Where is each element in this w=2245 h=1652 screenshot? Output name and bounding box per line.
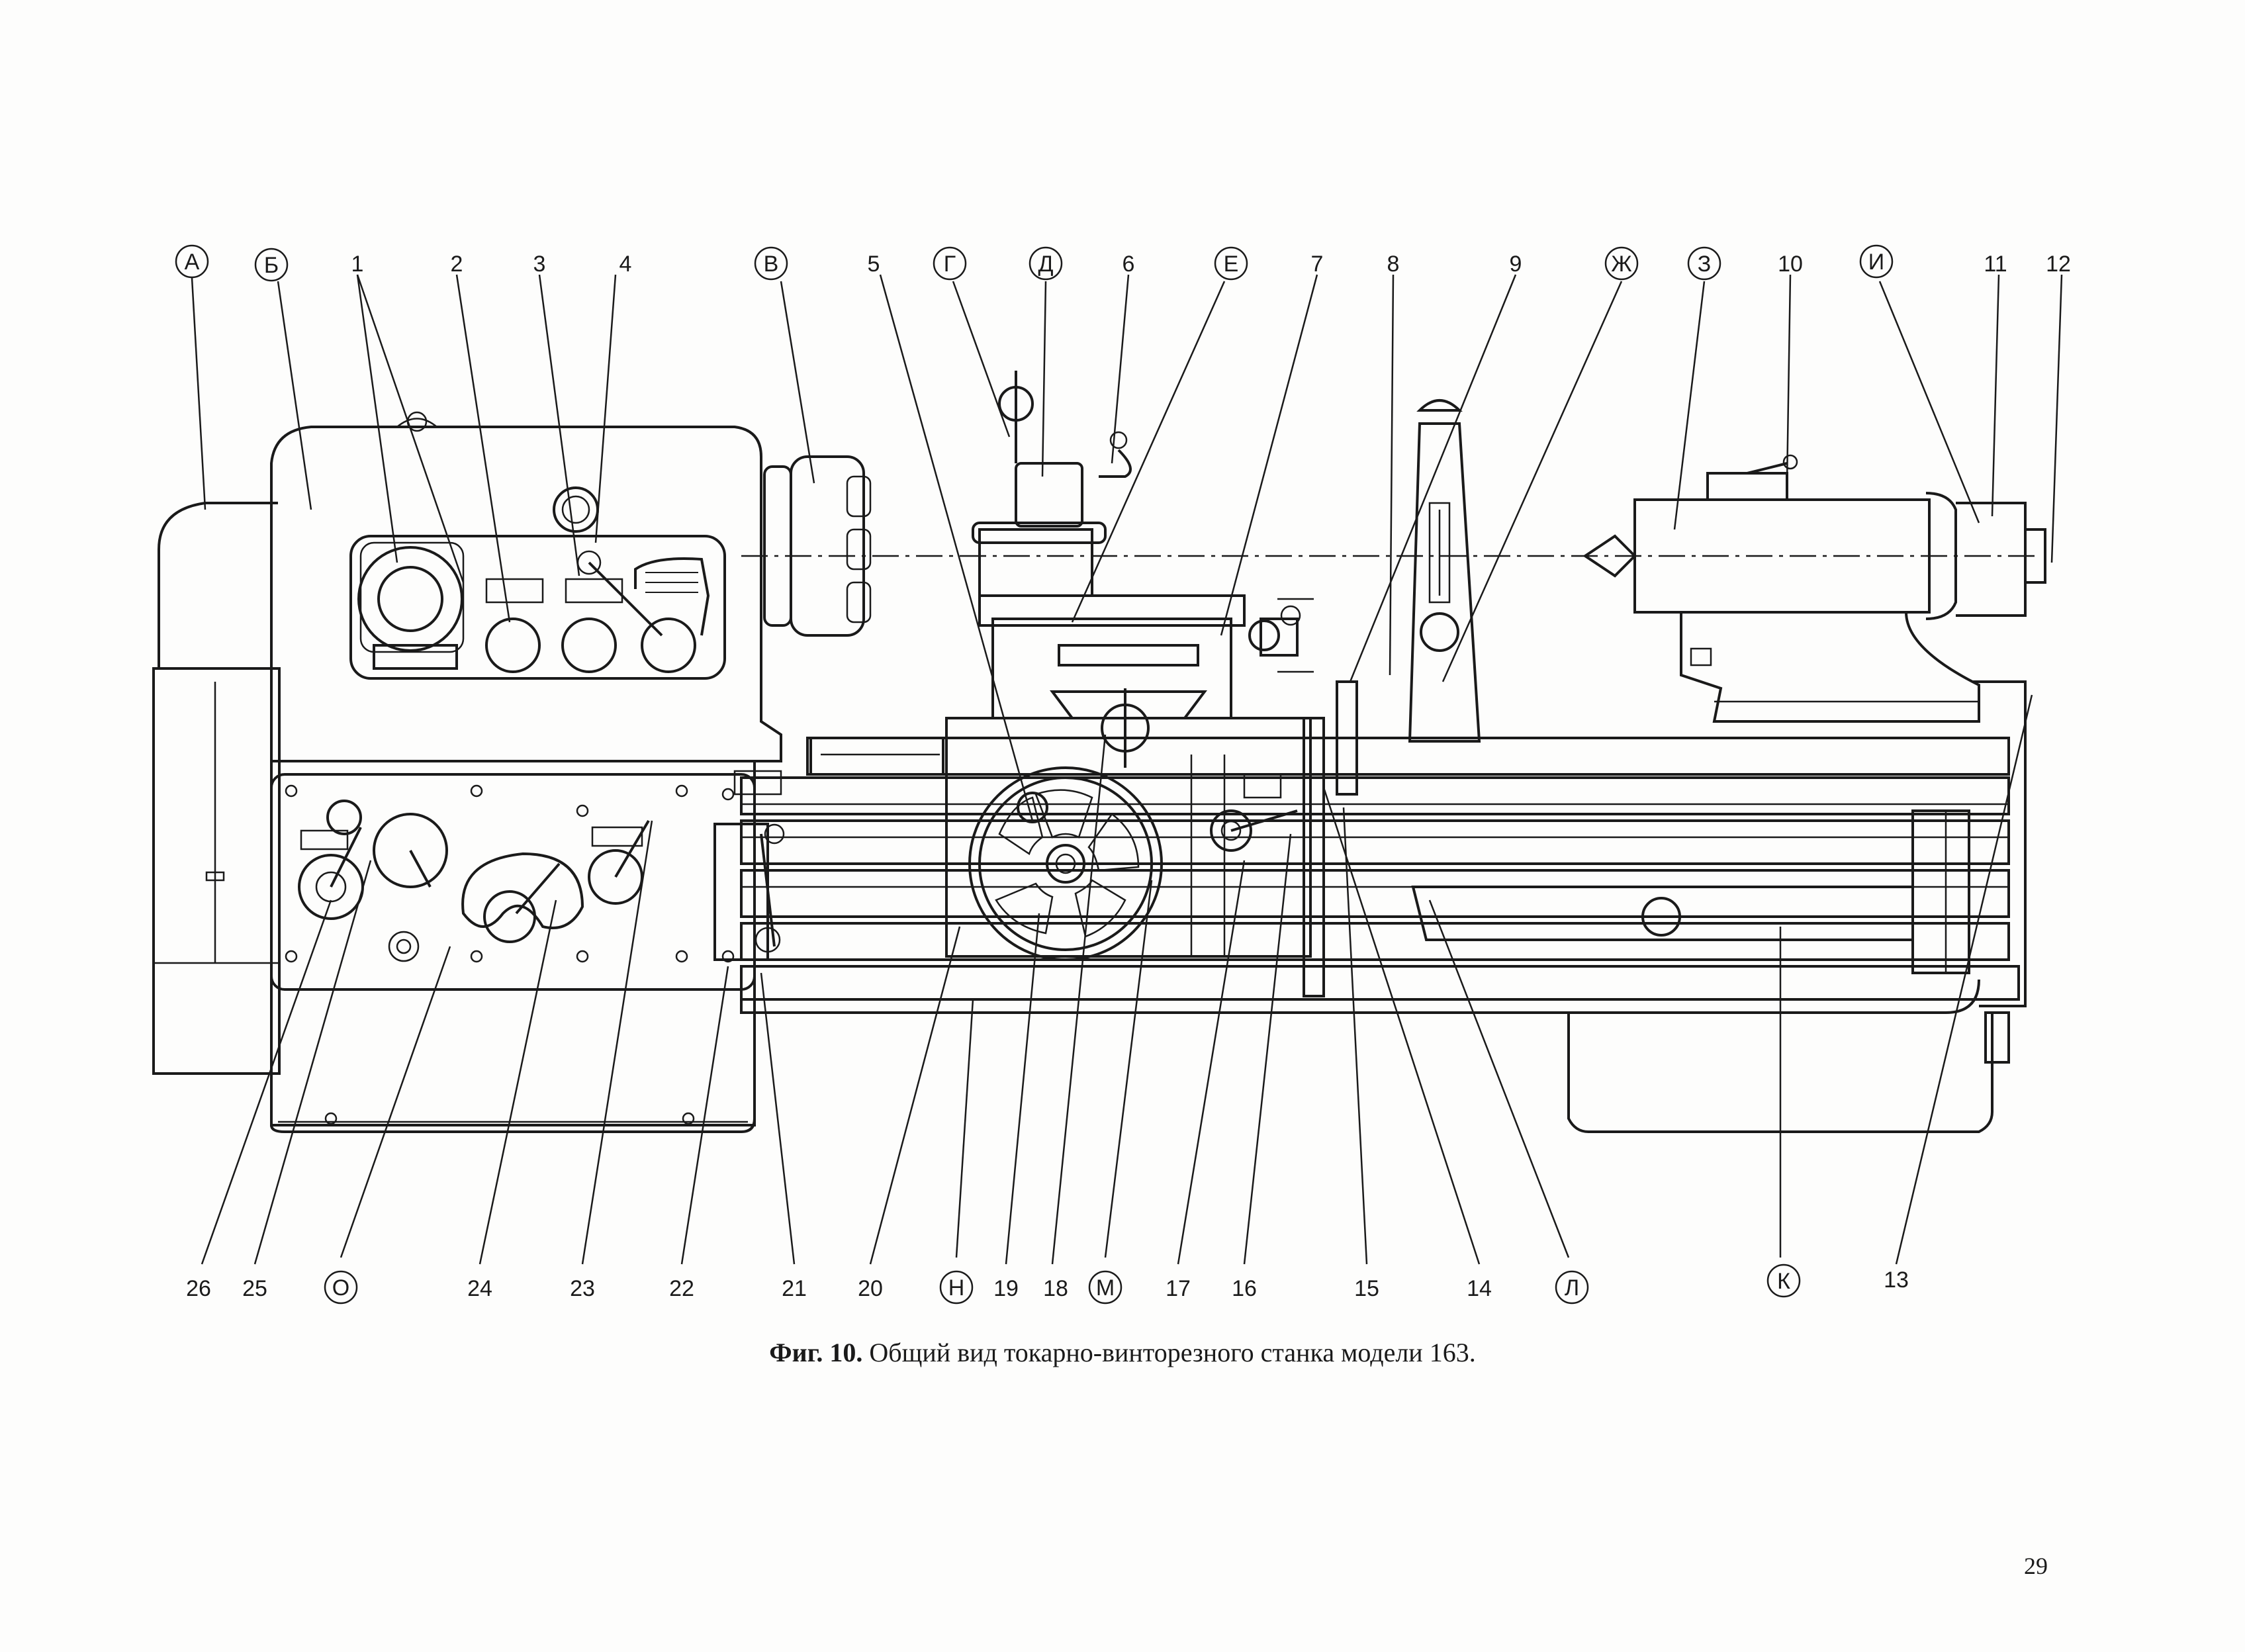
- headstock: [270, 411, 782, 762]
- gearbox: [270, 761, 756, 1133]
- label-zh: Ж: [1611, 252, 1631, 277]
- label-o: О: [332, 1275, 349, 1301]
- leader-lines: [191, 274, 2063, 821]
- label-2: 2: [451, 252, 463, 277]
- label-11: 11: [1984, 252, 2007, 277]
- bed: [740, 737, 2020, 1133]
- label-a: А: [185, 250, 200, 275]
- screw-marks: [285, 784, 735, 1125]
- label-d: Д: [1038, 252, 1053, 277]
- apron: [945, 371, 1358, 997]
- leader-lines-bottom: [201, 694, 2033, 1265]
- label-25: 25: [242, 1276, 267, 1301]
- label-k: К: [1777, 1269, 1790, 1294]
- page-number: 29: [2024, 1553, 2048, 1579]
- caption-prefix: Фиг. 10.: [769, 1338, 863, 1367]
- label-i: И: [1868, 250, 1884, 275]
- label-7: 7: [1311, 252, 1324, 277]
- top-labels: А Б 1 2 3 4 В 5 Г Д 6 Е 7 8 9 Ж З 10 И 1…: [175, 244, 2071, 282]
- label-g: Г: [944, 252, 956, 277]
- feed-lever-group: [713, 770, 785, 961]
- label-19: 19: [993, 1276, 1019, 1301]
- label-13: 13: [1884, 1267, 1909, 1293]
- caption-text: Общий вид токарно-винторезного станка мо…: [869, 1338, 1476, 1367]
- label-16: 16: [1232, 1276, 1257, 1301]
- label-20: 20: [858, 1276, 883, 1301]
- label-12: 12: [2046, 252, 2071, 277]
- label-v: В: [764, 252, 779, 277]
- label-22: 22: [669, 1276, 694, 1301]
- label-26: 26: [186, 1276, 211, 1301]
- motor-housing: [152, 502, 281, 1075]
- label-23: 23: [570, 1276, 595, 1301]
- label-5: 5: [868, 252, 880, 277]
- label-l: Л: [1565, 1275, 1579, 1301]
- steady-rest: [1408, 399, 1481, 743]
- label-m: М: [1096, 1275, 1115, 1301]
- label-6: 6: [1122, 252, 1135, 277]
- label-e: Е: [1224, 252, 1239, 277]
- label-b: Б: [264, 253, 279, 278]
- label-9: 9: [1510, 252, 1522, 277]
- label-3: 3: [533, 252, 546, 277]
- bottom-labels: 26 25 О 24 23 22 21 20 Н 19 18 М 17 16 1…: [186, 1263, 1909, 1305]
- label-10: 10: [1778, 252, 1803, 277]
- label-14: 14: [1467, 1276, 1492, 1301]
- label-24: 24: [467, 1276, 492, 1301]
- bed-right-end: [1411, 680, 2027, 1064]
- label-21: 21: [782, 1276, 807, 1301]
- label-z: З: [1698, 252, 1712, 277]
- label-4: 4: [619, 252, 632, 277]
- label-n: Н: [948, 1275, 965, 1301]
- label-15: 15: [1354, 1276, 1379, 1301]
- label-1: 1: [351, 252, 364, 277]
- label-17: 17: [1166, 1276, 1191, 1301]
- tailstock: [1582, 454, 2046, 723]
- figure-caption: Фиг. 10. Общий вид токарно-винторезного …: [0, 1337, 2245, 1368]
- label-18: 18: [1043, 1276, 1068, 1301]
- chuck: [763, 455, 872, 637]
- label-8: 8: [1387, 252, 1400, 277]
